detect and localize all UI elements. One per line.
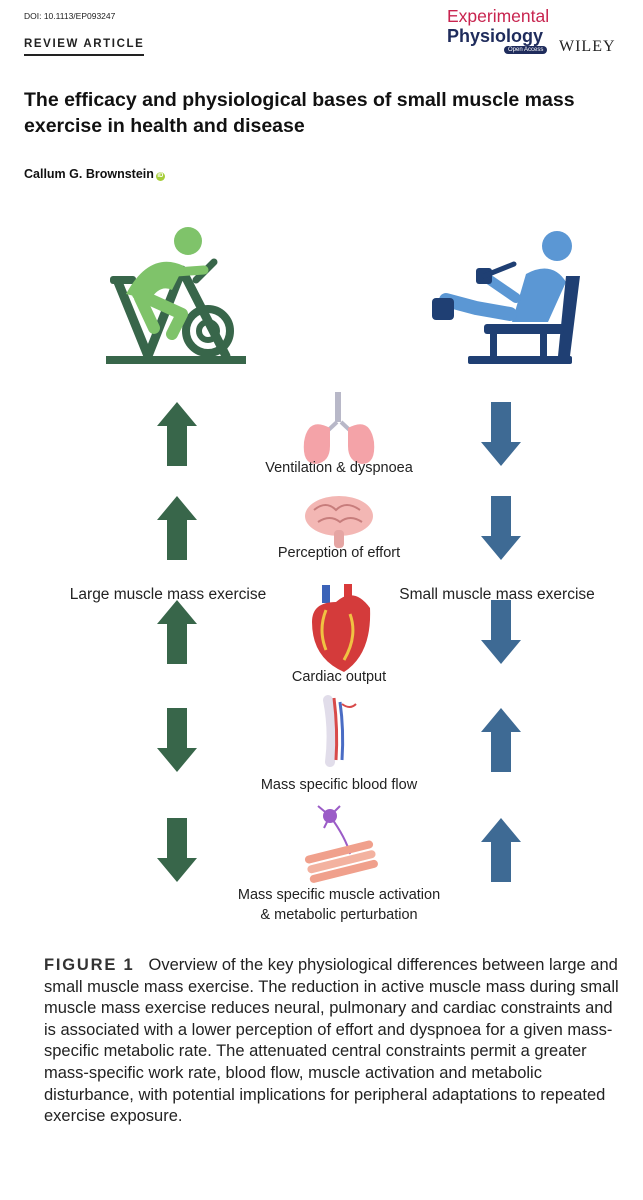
- exercise-bike-icon: [106, 227, 246, 364]
- large-muscle-mass-label: Large muscle mass exercise: [69, 586, 267, 603]
- large-arrow-up-row-3: [157, 600, 197, 664]
- row-label-effort: Perception of effort: [277, 545, 401, 561]
- journal-name-line1: Experimental: [447, 6, 550, 26]
- publisher-logo[interactable]: WILEY: [559, 38, 616, 55]
- orcid-icon[interactable]: iD: [155, 172, 165, 181]
- figure-caption-text: Overview of the key physiological differ…: [44, 956, 619, 1126]
- muscle-fiber-icon: [304, 805, 378, 883]
- article-title: The efficacy and physiological bases of …: [24, 89, 575, 137]
- leg-extension-machine-icon: [432, 231, 580, 364]
- row-label-cardiac-output: Cardiac output: [291, 669, 387, 685]
- small-muscle-mass-label: Small muscle mass exercise: [399, 586, 595, 603]
- figure-1: Large muscle mass exercise Small muscle …: [0, 210, 643, 940]
- small-arrow-down-row-2: [481, 496, 521, 560]
- row-label-blood-flow: Mass specific blood flow: [260, 777, 418, 793]
- figure-caption-label: FIGURE 1: [44, 956, 135, 974]
- blood-vessel-icon: [323, 695, 357, 767]
- small-arrow-down-row-3: [481, 600, 521, 664]
- large-arrow-down-row-5: [157, 818, 197, 882]
- large-arrow-up-row-1: [157, 402, 197, 466]
- brain-icon: [305, 496, 373, 548]
- row-label-line1: Mass specific muscle activation: [237, 887, 441, 903]
- large-arrow-down-row-4: [157, 708, 197, 772]
- figure-graphic: [106, 227, 580, 883]
- author-name[interactable]: Callum G. Brownstein: [24, 167, 154, 181]
- small-arrow-up-row-5: [481, 818, 521, 882]
- doi[interactable]: DOI: 10.1113/EP093247: [24, 11, 116, 21]
- row-label-muscle-activation: Mass specific muscle activation & metabo…: [238, 885, 440, 925]
- row-label-line2: & metabolic perturbation: [260, 907, 418, 923]
- article-type: REVIEW ARTICLE: [24, 38, 145, 56]
- journal-name-line2: Physiology: [447, 26, 544, 46]
- small-arrow-up-row-4: [481, 708, 521, 772]
- open-access-badge: Open Access: [504, 46, 548, 54]
- arrows: [157, 402, 521, 882]
- journal-logo[interactable]: Experimental Physiology Open Access: [447, 6, 559, 56]
- large-arrow-up-row-2: [157, 496, 197, 560]
- heart-icon: [312, 584, 371, 672]
- small-arrow-down-row-1: [481, 402, 521, 466]
- lungs-icon: [303, 392, 375, 464]
- row-label-ventilation: Ventilation & dyspnoea: [265, 460, 413, 476]
